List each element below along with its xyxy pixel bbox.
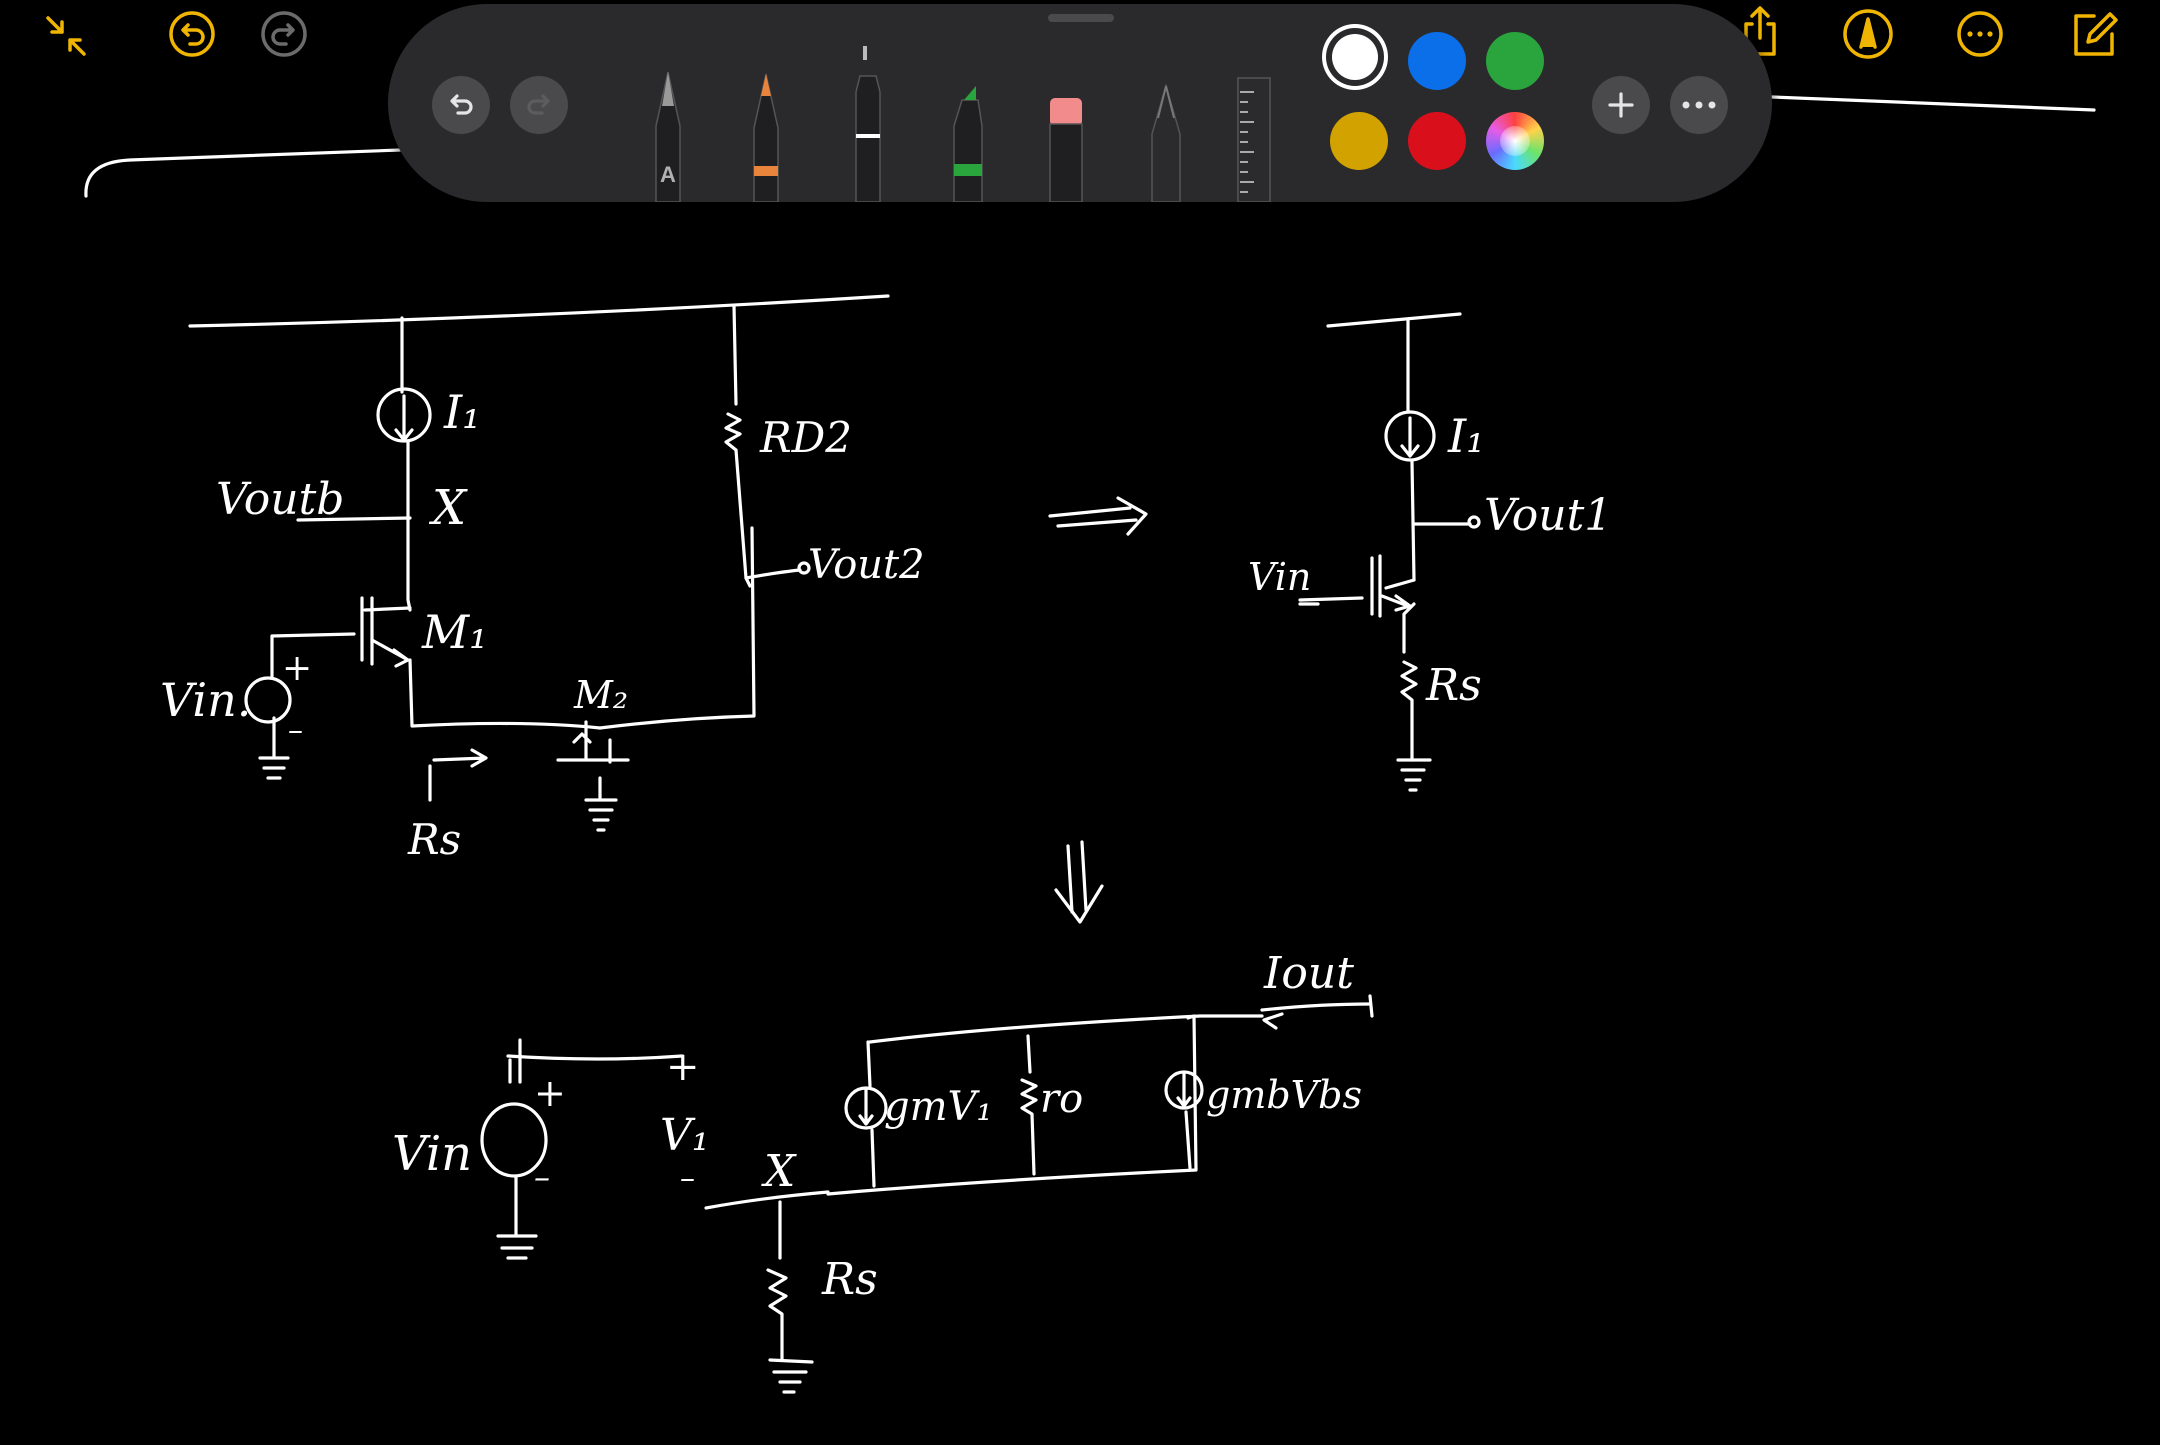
plus-icon [1608, 92, 1634, 118]
label-gmv1: gmV₁ [884, 1084, 992, 1130]
label-vin-right: Vin [1248, 555, 1311, 599]
label-rs-bottom: Rs [821, 1254, 878, 1305]
ruler-tool[interactable] [1224, 66, 1284, 202]
palette-redo-button[interactable] [510, 76, 568, 134]
label-rs-left: Rs [407, 815, 461, 864]
pen-tool-letter: A [660, 162, 676, 187]
label-v1-plus: + [666, 1044, 700, 1090]
color-wheel-center [1500, 126, 1530, 156]
pencil-tool[interactable] [1136, 66, 1196, 202]
collapse-icon [46, 16, 86, 56]
markup-icon [1843, 9, 1893, 59]
label-vout2: Vout2 [808, 542, 925, 588]
label-vout1: Vout1 [1484, 490, 1612, 541]
compose-button[interactable] [2064, 4, 2124, 64]
markup-button[interactable] [1838, 4, 1898, 64]
palette-more-button[interactable] [1670, 76, 1728, 134]
ink-strokes [84, 95, 2096, 1394]
label-x-node: X [428, 480, 468, 536]
label-ro: ro [1040, 1076, 1083, 1122]
more-icon [1957, 11, 2003, 57]
label-m1: M₁ [421, 605, 488, 659]
pen-tool[interactable] [736, 66, 796, 202]
label-v1-minus: – [680, 1161, 695, 1196]
label-vin-bottom: Vin [392, 1126, 472, 1182]
label-iout: Iout [1263, 948, 1354, 999]
label-rd2: RD2 [759, 413, 852, 462]
color-picker-wheel[interactable] [1486, 112, 1544, 170]
ellipsis-icon [1682, 101, 1716, 109]
label-m2: M₂ [573, 673, 628, 717]
compose-icon [2074, 12, 2118, 56]
color-green-swatch[interactable] [1486, 32, 1544, 90]
eraser-tool[interactable] [1036, 66, 1096, 202]
label-vin-left: Vin. [160, 673, 251, 727]
share-button[interactable] [1730, 2, 1790, 62]
label-x-bottom: X [761, 1146, 797, 1197]
markup-palette[interactable]: A [388, 4, 1772, 202]
label-v1: V₁ [660, 1110, 709, 1161]
palette-drag-handle[interactable] [1048, 14, 1114, 22]
marker-tool[interactable] [938, 66, 998, 202]
palette-undo-button[interactable] [432, 76, 490, 134]
label-gmbvbs: gmbVbs [1206, 1073, 1362, 1117]
color-blue-swatch[interactable] [1408, 32, 1466, 90]
add-tool-button[interactable] [1592, 76, 1650, 134]
label-i1: I₁ [443, 385, 481, 439]
fineliner-tool[interactable] [838, 46, 898, 202]
redo-button[interactable] [254, 4, 314, 64]
redo-icon [261, 11, 307, 57]
undo-icon [169, 11, 215, 57]
label-plus-bottom: + [534, 1071, 566, 1115]
monoline-pen-tool[interactable]: A [638, 66, 698, 202]
color-red-swatch[interactable] [1408, 112, 1466, 170]
share-icon [1744, 6, 1776, 56]
label-minus-left: – [288, 713, 303, 748]
label-voutb: Voutb [216, 474, 344, 525]
color-white-swatch[interactable] [1332, 34, 1378, 80]
label-i1-right: I₁ [1447, 409, 1485, 463]
color-yellow-swatch[interactable] [1330, 112, 1388, 170]
collapse-button[interactable] [36, 6, 96, 66]
label-rs-right: Rs [1425, 660, 1482, 711]
label-minus-bottom: – [534, 1158, 550, 1196]
undo-button[interactable] [162, 4, 222, 64]
undo-icon [450, 94, 473, 115]
label-plus-left: + [282, 648, 312, 689]
redo-icon [527, 94, 550, 115]
more-button[interactable] [1950, 4, 2010, 64]
